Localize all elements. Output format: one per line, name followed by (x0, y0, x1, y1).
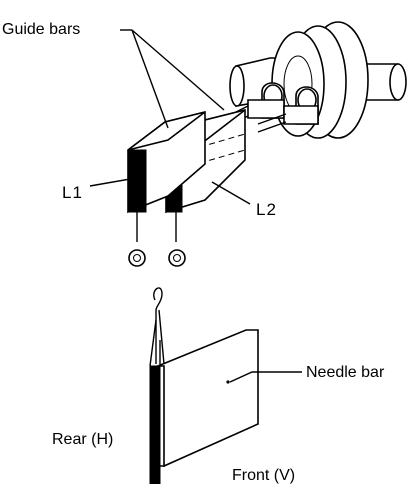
guide-eye-l2 (168, 249, 186, 267)
needle-bar-assembly (149, 287, 259, 484)
label-rear: Rear (H) (52, 431, 113, 448)
shaft-end-left (229, 65, 245, 107)
guide-eye-l1 (128, 249, 146, 267)
cam-drive-assembly (229, 21, 407, 139)
guide-bar-l1 (127, 110, 206, 267)
needle-taper-rear (149, 319, 157, 367)
guide-bar-l1-face (127, 149, 147, 213)
needle-shank-front (158, 309, 165, 365)
label-needle-bar: Needle bar (306, 364, 385, 381)
shaft-stub-end (389, 63, 407, 101)
guide-bar-l1-top (127, 111, 206, 151)
push-rod-l2 (257, 113, 287, 133)
leader-l2 (211, 181, 251, 205)
connector-block-front (247, 99, 285, 119)
leader-needle-bar (229, 371, 302, 383)
guide-eye-l2-hole (173, 254, 181, 262)
leader-guide-bars-l1 (131, 29, 169, 129)
needle-bar-rear-face (149, 365, 161, 484)
leader-lines (89, 29, 302, 383)
connector-block-rear (283, 105, 319, 125)
label-front: Front (V) (232, 467, 295, 484)
needle-hook (153, 287, 163, 311)
label-l1: L1 (62, 183, 83, 202)
leader-l1 (89, 177, 137, 187)
needle-bar-plate (157, 329, 259, 468)
label-l2: L2 (256, 200, 277, 219)
guide-eye-l1-hole (133, 254, 141, 262)
leader-guide-bars-l2 (131, 29, 225, 111)
needle-bar-marker-dot (226, 380, 230, 384)
label-guide-bars: Guide bars (2, 21, 80, 38)
